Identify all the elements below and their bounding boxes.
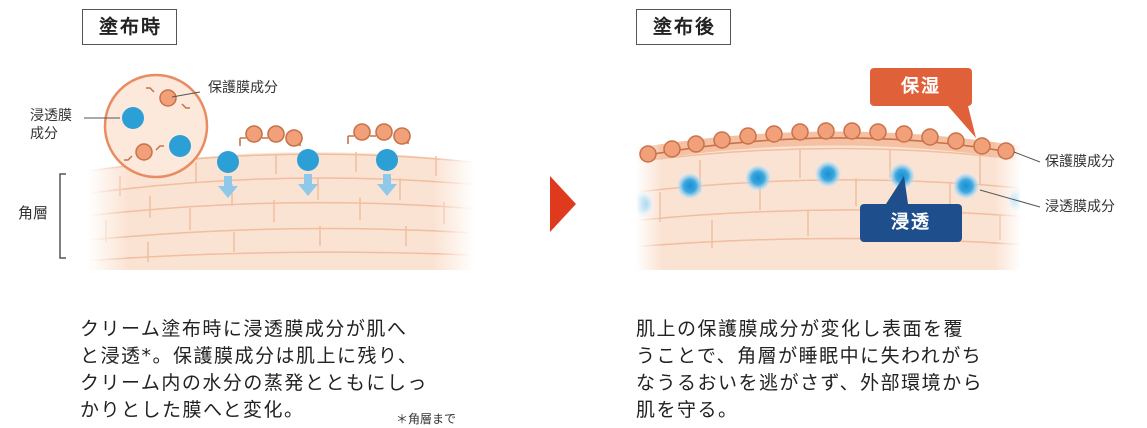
before-application-tag: 塗布時 [82, 9, 178, 45]
after-line-2: うことで、角層が睡眠中に失われがち [636, 345, 983, 367]
after-line-3: なうるおいを逃がさず、外部環境から [636, 372, 984, 394]
after-description: 肌上の保護膜成分が変化し表面を覆 うことで、角層が睡眠中に失われがち なうるおい… [636, 316, 1066, 424]
left-penetrating-label-line1: 浸透膜 [30, 108, 72, 124]
before-line-1: クリーム塗布時に浸透膜成分が肌へ [80, 318, 408, 340]
illustration [59, 73, 1041, 270]
right-penetrating-label: 浸透膜成分 [1045, 199, 1115, 215]
after-line-1: 肌上の保護膜成分が変化し表面を覆 [636, 318, 965, 340]
footnote: ＊角層まで [396, 412, 457, 426]
penetration-badge-pointer [886, 176, 908, 204]
left-penetrating-particles [217, 149, 398, 198]
before-line-4: かりとした膜へと変化。 [80, 399, 305, 421]
stratum-bracket [59, 173, 66, 259]
before-line-3: クリーム内の水分の蒸発とともにしっ [80, 372, 428, 394]
before-description: クリーム塗布時に浸透膜成分が肌へ と浸透*。保護膜成分は肌上に残り、 クリーム内… [80, 316, 500, 424]
right-protective-chain [639, 122, 1015, 163]
stratum-label: 角層 [18, 204, 49, 222]
penetration-badge: 浸透 [860, 204, 962, 242]
moisture-badge-pointer [948, 106, 976, 138]
right-protective-label: 保護膜成分 [1045, 154, 1115, 170]
cream-droplet [103, 73, 209, 179]
after-line-4: 肌を守る。 [636, 399, 739, 421]
moisture-badge: 保湿 [870, 68, 972, 106]
left-skin-layer [88, 80, 474, 270]
after-application-tag: 塗布後 [636, 9, 732, 45]
protective-leader-line-right [1013, 151, 1041, 163]
left-protective-label: 保護膜成分 [208, 80, 278, 96]
transition-arrow [550, 176, 576, 232]
left-protective-chains [239, 123, 411, 147]
before-line-2: と浸透*。保護膜成分は肌上に残り、 [80, 345, 419, 367]
penetrating-leader-line-right [979, 189, 1041, 208]
left-penetrating-label-line2: 成分 [30, 126, 58, 142]
